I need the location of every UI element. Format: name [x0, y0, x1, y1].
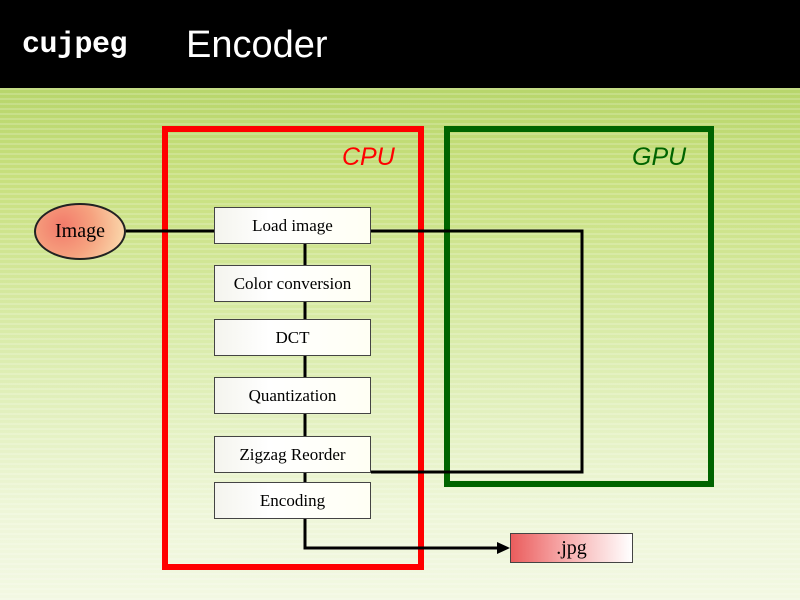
cpu-region-box — [162, 126, 424, 570]
title-bar: cujpeg Encoder — [0, 0, 800, 88]
gpu-label: GPU — [632, 143, 687, 171]
connector-gpu-loop — [371, 229, 584, 474]
image-input-node: Image — [34, 203, 126, 260]
step-quantization: Quantization — [214, 377, 371, 414]
step-color-conversion: Color conversion — [214, 265, 371, 302]
step-encoding: Encoding — [214, 482, 371, 519]
cpu-label: CPU — [342, 143, 395, 171]
connector-encoding-jpg — [303, 519, 500, 550]
jpg-output-node: .jpg — [510, 533, 633, 563]
step-load-image: Load image — [214, 207, 371, 244]
step-zigzag-reorder: Zigzag Reorder — [214, 436, 371, 473]
step-dct: DCT — [214, 319, 371, 356]
title-text: Encoder — [186, 24, 328, 66]
title-mono: cujpeg — [22, 28, 128, 62]
gpu-region-box — [444, 126, 714, 487]
arrowhead-jpg — [497, 542, 510, 554]
